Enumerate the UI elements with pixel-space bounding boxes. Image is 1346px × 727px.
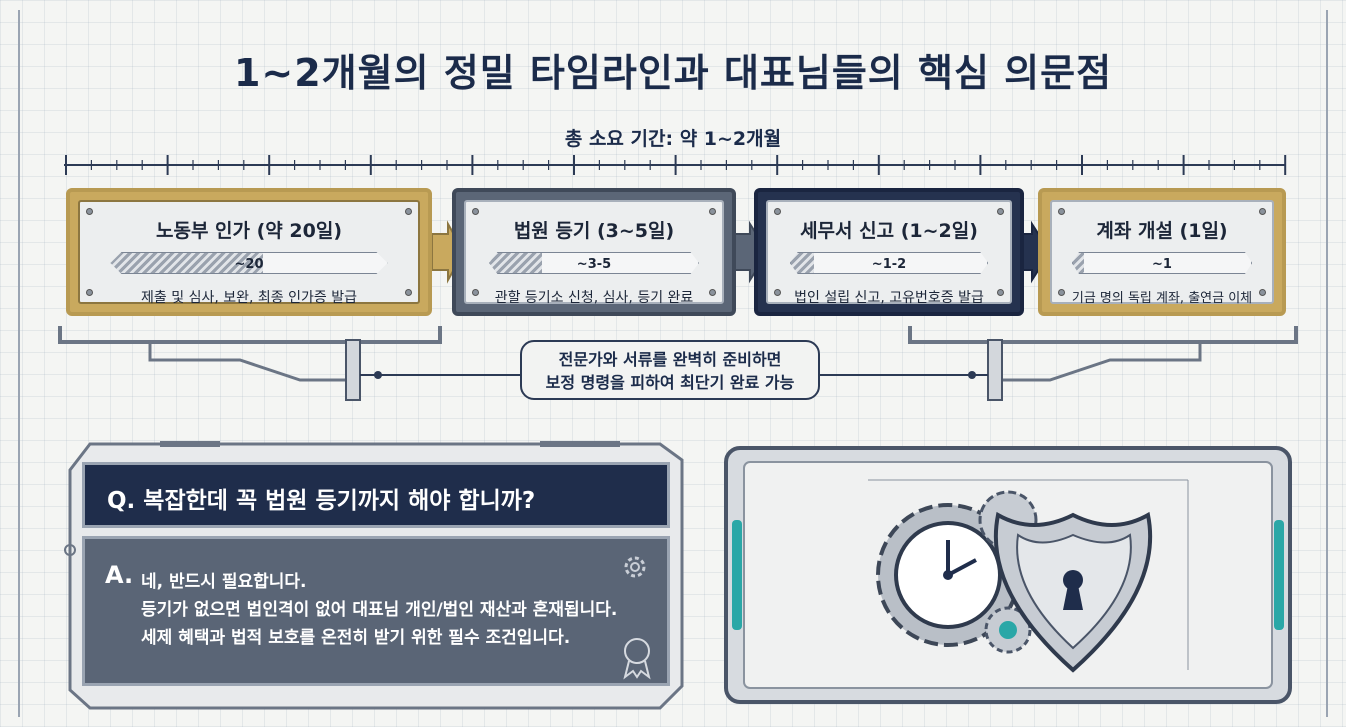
page-title: 1~2개월의 정밀 타임라인과 대표님들의 핵심 의문점 (233, 51, 1113, 95)
progress-bar-fill (1072, 253, 1084, 273)
step-card-tax-office: 세무서 신고 (1~2일) ~1-2 법인 설립 신고, 고유번호증 발급 (754, 188, 1024, 316)
note-callout: 전문가와 서류를 완벽히 준비하면 보정 명령을 피하여 최단기 완료 가능 (520, 340, 820, 400)
note-line-1: 전문가와 서류를 완벽히 준비하면 (558, 350, 782, 369)
progress-bar: ~1-2 (789, 252, 989, 274)
step-title: 법원 등기 (3~5일) (513, 220, 675, 242)
progress-bar-fill (490, 253, 543, 273)
step-description: 기금 명의 독립 계좌, 출연금 이체 (1071, 291, 1253, 306)
left-bracket (58, 326, 442, 344)
step-card-labor-approval: 노동부 인가 (약 20일) ~20 제출 및 심사, 보완, 최종 인가증 발… (66, 188, 432, 316)
step-description: 관할 등기소 신청, 심사, 등기 완료 (494, 290, 694, 306)
progress-bar-label: ~1 (1152, 257, 1172, 272)
step-card-account-opening: 계좌 개설 (1일) ~1 기금 명의 독립 계좌, 출연금 이체 (1038, 188, 1286, 316)
timeline-ruler (64, 155, 1287, 175)
answer-label: A. (105, 561, 134, 589)
answer-box: A. 네, 반드시 필요합니다. 등기가 없으면 법인격이 없어 대표님 개인/… (82, 536, 670, 686)
right-bracket (908, 326, 1298, 344)
progress-bar-label: ~3-5 (576, 257, 612, 272)
shield-keyhole-icon (993, 511, 1153, 673)
step-title: 세무서 신고 (1~2일) (800, 220, 978, 242)
step-description: 제출 및 심사, 보완, 최종 인가증 발급 (141, 290, 357, 306)
progress-bar: ~3-5 (489, 252, 699, 274)
answer-line-2: 등기가 없으면 법인격이 없어 대표님 개인/법인 재산과 혼재됩니다. (141, 600, 618, 620)
note-line-2: 보정 명령을 피하여 최단기 완료 가능 (545, 373, 795, 392)
frame-left (18, 10, 20, 717)
progress-bar: ~20 (110, 252, 388, 274)
progress-bar: ~1 (1071, 252, 1253, 274)
total-duration-label: 총 소요 기간: 약 1~2개월 (564, 128, 782, 150)
certificate-ribbon-icon (623, 638, 651, 680)
answer-line-3: 세제 혜택과 법적 보호를 온전히 받기 위한 필수 조건입니다. (141, 628, 571, 648)
progress-bar-label: ~1-2 (871, 257, 907, 272)
illustration-clock-shield (724, 446, 1292, 704)
step-title: 노동부 인가 (약 20일) (155, 220, 342, 242)
gear-icon (624, 556, 646, 578)
answer-line-1: 네, 반드시 필요합니다. (141, 572, 307, 592)
step-description: 법인 설립 신고, 고유번호증 발급 (794, 290, 984, 306)
step-title: 계좌 개설 (1일) (1096, 220, 1228, 242)
progress-bar-label: ~20 (234, 257, 264, 272)
question-text: Q. 복잡한데 꼭 법원 등기까지 해야 합니까? (107, 488, 536, 514)
step-card-court-registration: 법원 등기 (3~5일) ~3-5 관할 등기소 신청, 심사, 등기 완료 (452, 188, 736, 316)
progress-bar-fill (790, 253, 815, 273)
frame-right (1326, 10, 1328, 717)
progress-bar-fill (111, 253, 263, 273)
question-bar: Q. 복잡한데 꼭 법원 등기까지 해야 합니까? (82, 462, 670, 528)
right-clamp (987, 339, 1003, 401)
qa-panel: Q. 복잡한데 꼭 법원 등기까지 해야 합니까? A. 네, 반드시 필요합니… (60, 440, 690, 710)
left-clamp (345, 339, 361, 401)
clock-gear-icon (876, 490, 1038, 654)
